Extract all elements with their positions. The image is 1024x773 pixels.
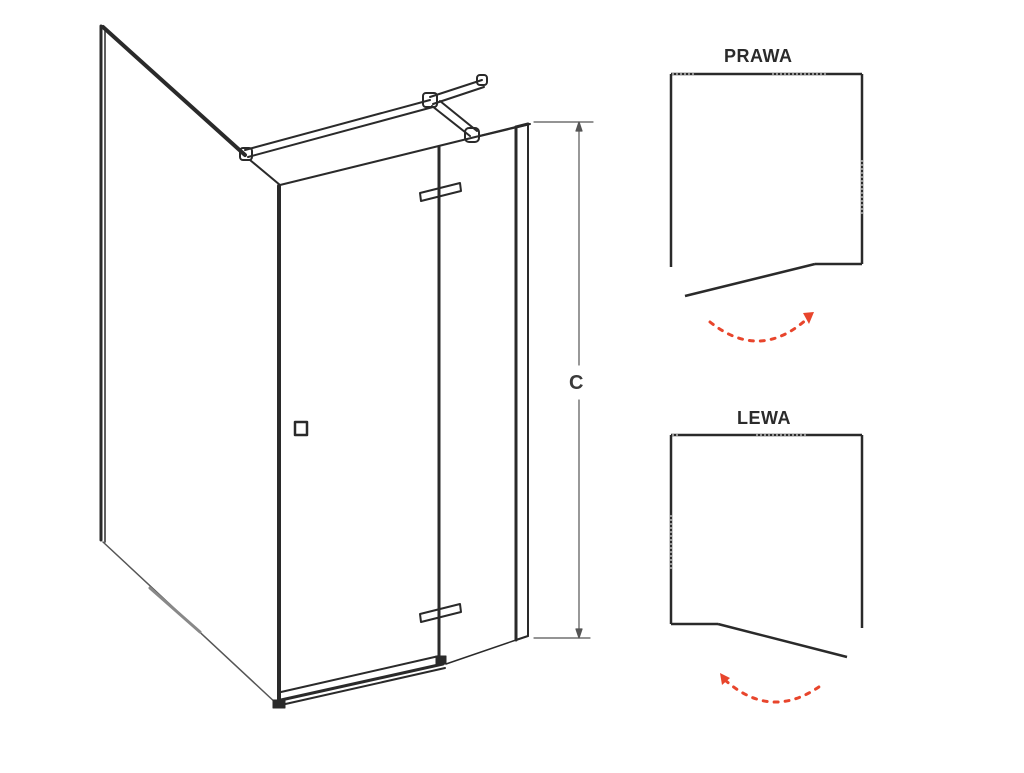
top-frame xyxy=(249,123,531,186)
door-handle xyxy=(293,420,309,437)
fixed-panel xyxy=(445,122,530,665)
plan-left xyxy=(669,433,864,659)
dimension-c xyxy=(533,121,594,639)
door-panel xyxy=(272,145,447,709)
opening-arrow-right-icon xyxy=(708,312,814,343)
upper-hinge xyxy=(419,182,462,202)
plan-right-label: PRAWA xyxy=(724,46,793,66)
plan-left-label: LEWA xyxy=(737,408,791,428)
lower-hinge xyxy=(419,603,462,623)
dimension-c-label: C xyxy=(569,370,584,397)
stabilizer-bar xyxy=(239,74,488,161)
opening-arrow-left-icon xyxy=(720,673,825,704)
plan-right xyxy=(669,72,864,298)
side-wall-panel xyxy=(99,24,279,706)
